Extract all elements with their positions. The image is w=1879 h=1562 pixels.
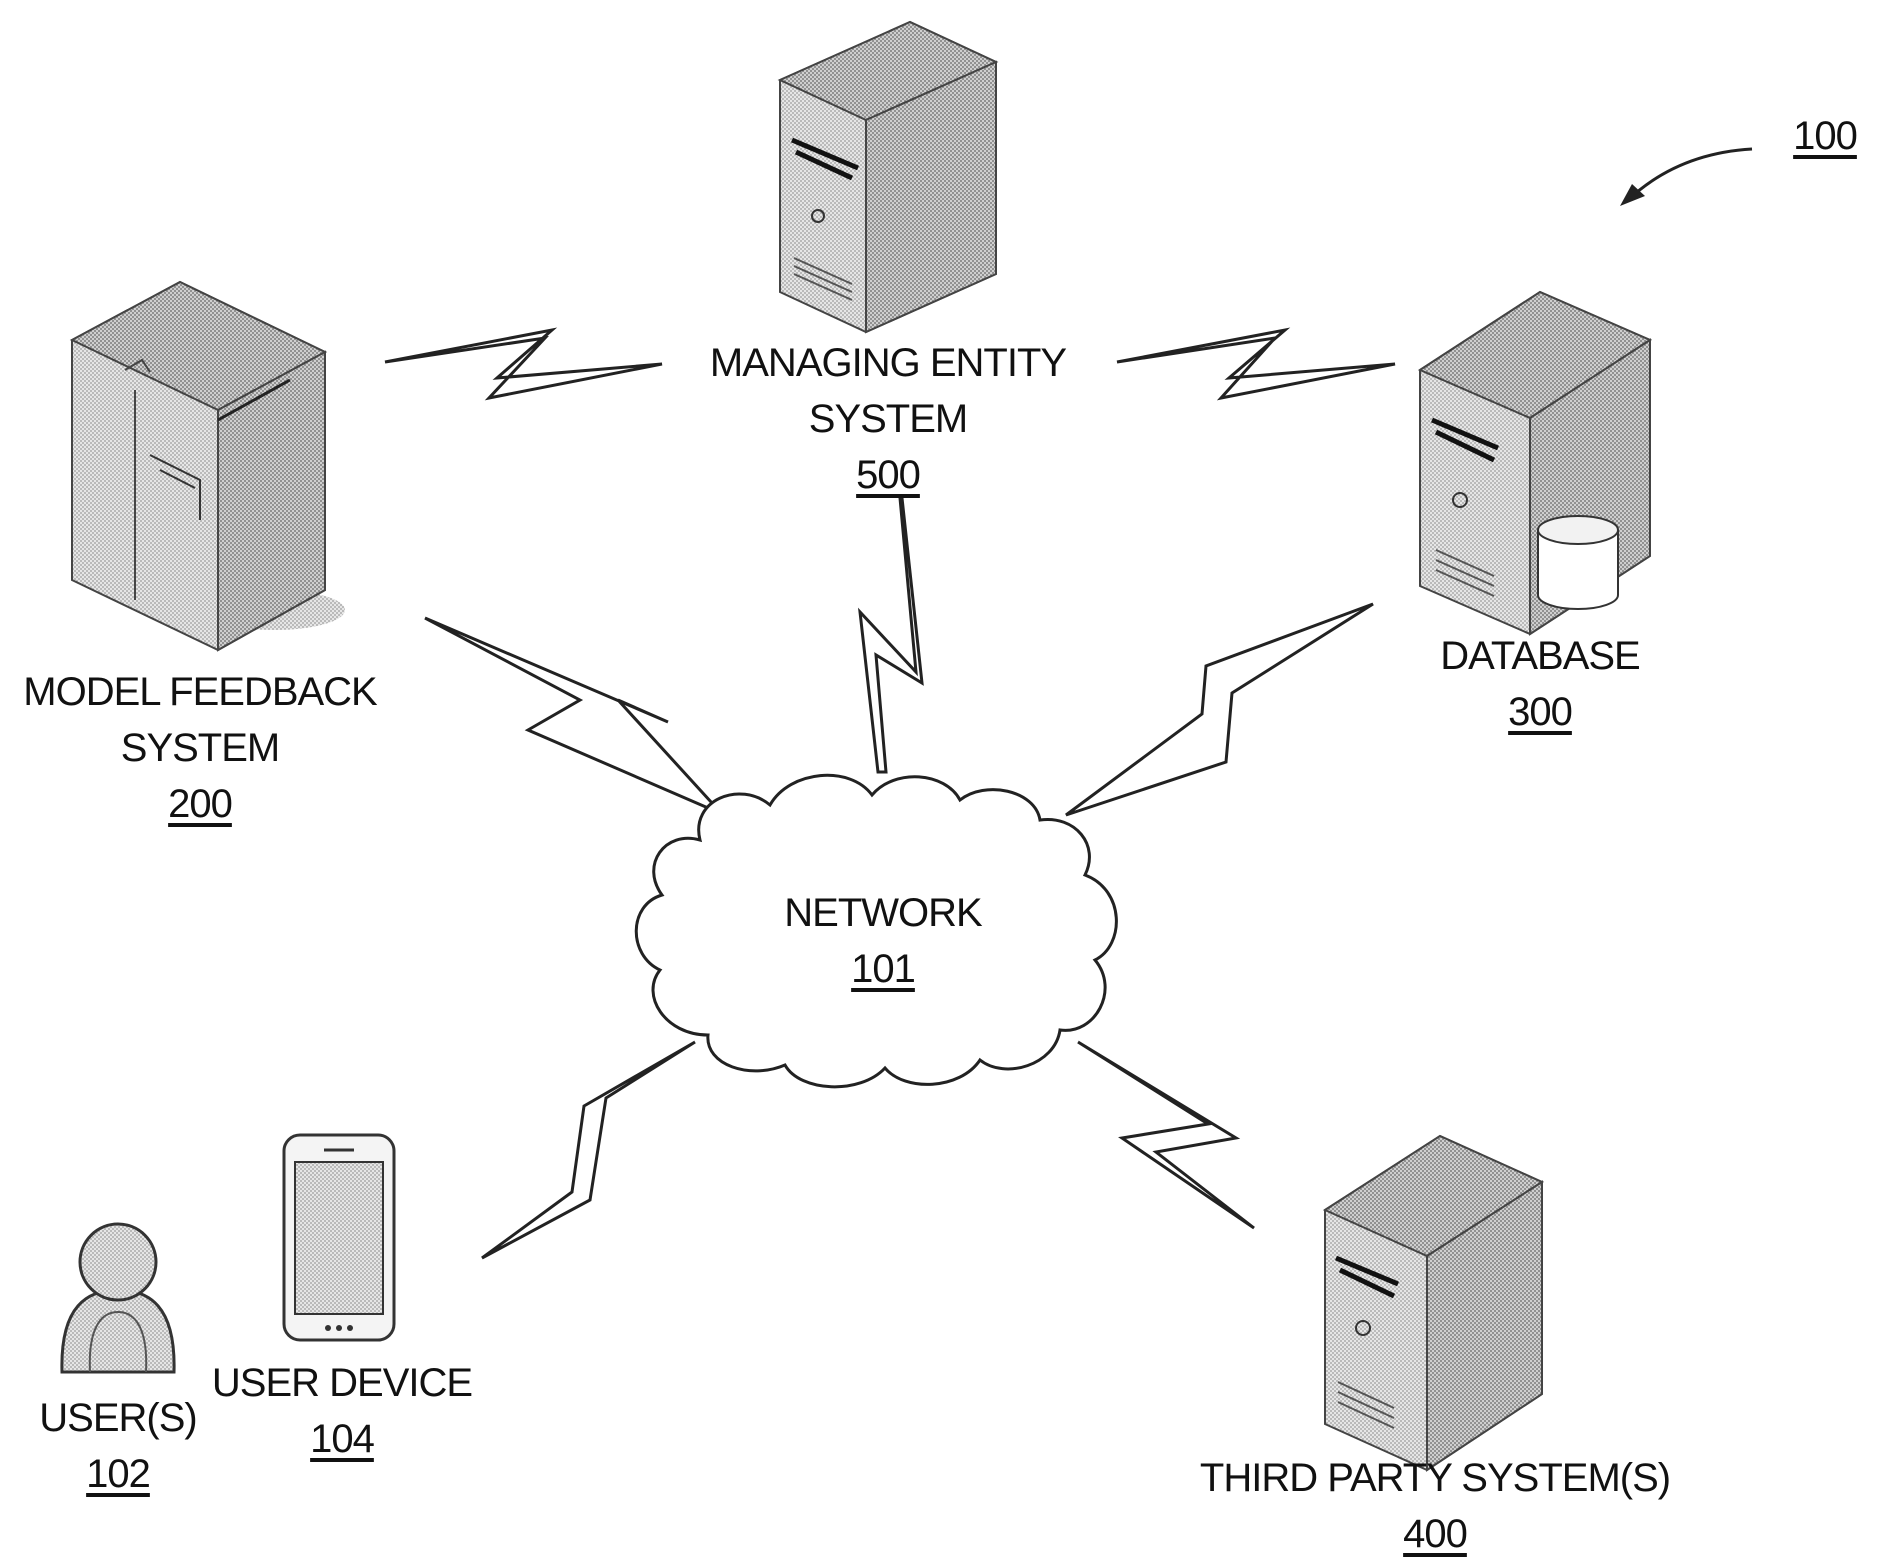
user-device-phone-icon bbox=[284, 1135, 394, 1340]
users-title: USER(S) bbox=[39, 1390, 196, 1446]
network-title: NETWORK bbox=[784, 885, 981, 941]
database-label: DATABASE 300 bbox=[1440, 628, 1639, 740]
link-network-third-party bbox=[1078, 1042, 1254, 1228]
user-person-icon bbox=[62, 1224, 174, 1372]
figure-ref-number: 100 bbox=[1793, 108, 1857, 164]
third-party-label: THIRD PARTY SYSTEM(S) 400 bbox=[1200, 1450, 1670, 1562]
managing-entity-title-2: SYSTEM bbox=[710, 391, 1066, 447]
model-feedback-title-1: MODEL FEEDBACK bbox=[23, 664, 376, 720]
figure-ref-arrow-icon bbox=[1620, 149, 1752, 206]
link-model-feedback-network bbox=[425, 618, 722, 814]
users-label: USER(S) 102 bbox=[39, 1390, 196, 1502]
link-managing-database bbox=[1117, 330, 1395, 398]
link-database-network bbox=[1066, 604, 1373, 815]
third-party-title: THIRD PARTY SYSTEM(S) bbox=[1200, 1450, 1670, 1506]
network-label: NETWORK 101 bbox=[784, 885, 981, 997]
user-device-ref: 104 bbox=[212, 1411, 472, 1467]
managing-entity-ref: 500 bbox=[710, 447, 1066, 503]
model-feedback-ref: 200 bbox=[23, 776, 376, 832]
third-party-ref: 400 bbox=[1200, 1506, 1670, 1562]
users-ref: 102 bbox=[39, 1446, 196, 1502]
database-cylinder-icon bbox=[1538, 516, 1618, 609]
link-model-feedback-managing bbox=[385, 330, 662, 398]
figure-ref-label: 100 bbox=[1793, 108, 1857, 164]
database-title: DATABASE bbox=[1440, 628, 1639, 684]
user-device-title: USER DEVICE bbox=[212, 1355, 472, 1411]
user-device-label: USER DEVICE 104 bbox=[212, 1355, 472, 1467]
model-feedback-label: MODEL FEEDBACK SYSTEM 200 bbox=[23, 664, 376, 832]
model-feedback-title-2: SYSTEM bbox=[23, 720, 376, 776]
third-party-server-icon bbox=[1325, 1136, 1542, 1470]
managing-entity-server-icon bbox=[780, 22, 996, 332]
database-ref: 300 bbox=[1440, 684, 1639, 740]
network-ref: 101 bbox=[784, 941, 981, 997]
link-network-user-device bbox=[482, 1042, 695, 1258]
managing-entity-title-1: MANAGING ENTITY bbox=[710, 335, 1066, 391]
managing-entity-label: MANAGING ENTITY SYSTEM 500 bbox=[710, 335, 1066, 503]
model-feedback-server-icon bbox=[72, 282, 345, 650]
link-managing-network bbox=[860, 498, 922, 772]
